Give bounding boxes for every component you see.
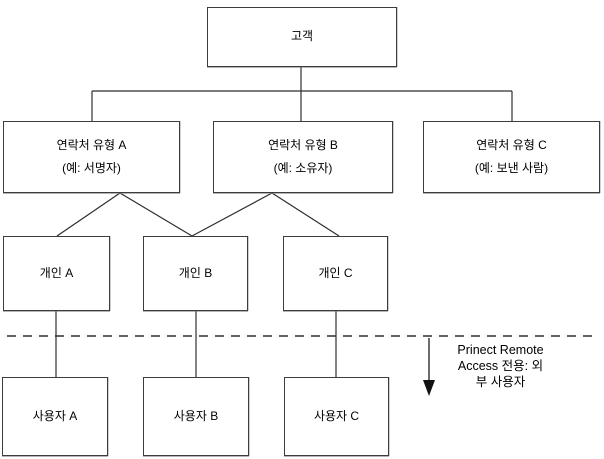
node-person-b: 개인 B (143, 236, 248, 311)
node-user-b-label: 사용자 B (173, 408, 219, 423)
tree-connectors (55, 67, 513, 377)
external-users-note-line2: Access 전용: 외 (457, 359, 544, 373)
node-customer: 고객 (207, 7, 397, 67)
node-user-a-label: 사용자 A (32, 408, 78, 423)
node-contact-type-a-label: 연락처 유형 A (56, 138, 127, 153)
external-users-note-line1: Prinect Remote (457, 343, 544, 357)
down-arrow-icon (423, 338, 435, 396)
node-contact-type-b-example: (예: 소유자) (273, 160, 333, 175)
node-user-c: 사용자 C (284, 377, 389, 456)
node-contact-type-c: 연락처 유형 C (예: 보낸 사람) (423, 121, 600, 193)
node-user-b: 사용자 B (143, 377, 249, 456)
external-users-note-line3: 부 사용자 (475, 375, 526, 389)
node-customer-label: 고객 (290, 29, 314, 44)
node-person-c: 개인 C (283, 236, 388, 311)
node-person-a: 개인 A (3, 236, 110, 311)
node-contact-type-b: 연락처 유형 B (예: 소유자) (213, 121, 393, 193)
node-person-b-label: 개인 B (178, 265, 213, 280)
external-users-note: Prinect Remote Access 전용: 외 부 사용자 (438, 342, 563, 390)
node-contact-type-c-label: 연락처 유형 C (476, 138, 547, 153)
node-user-c-label: 사용자 C (313, 408, 360, 423)
node-contact-type-a-example: (예: 서명자) (62, 160, 121, 175)
node-contact-type-b-label: 연락처 유형 B (268, 138, 338, 153)
node-contact-type-c-example: (예: 보낸 사람) (474, 160, 549, 175)
node-contact-type-a: 연락처 유형 A (예: 서명자) (3, 121, 180, 193)
node-person-c-label: 개인 C (318, 265, 353, 280)
node-user-a: 사용자 A (2, 377, 108, 456)
node-person-a-label: 개인 A (39, 265, 74, 280)
